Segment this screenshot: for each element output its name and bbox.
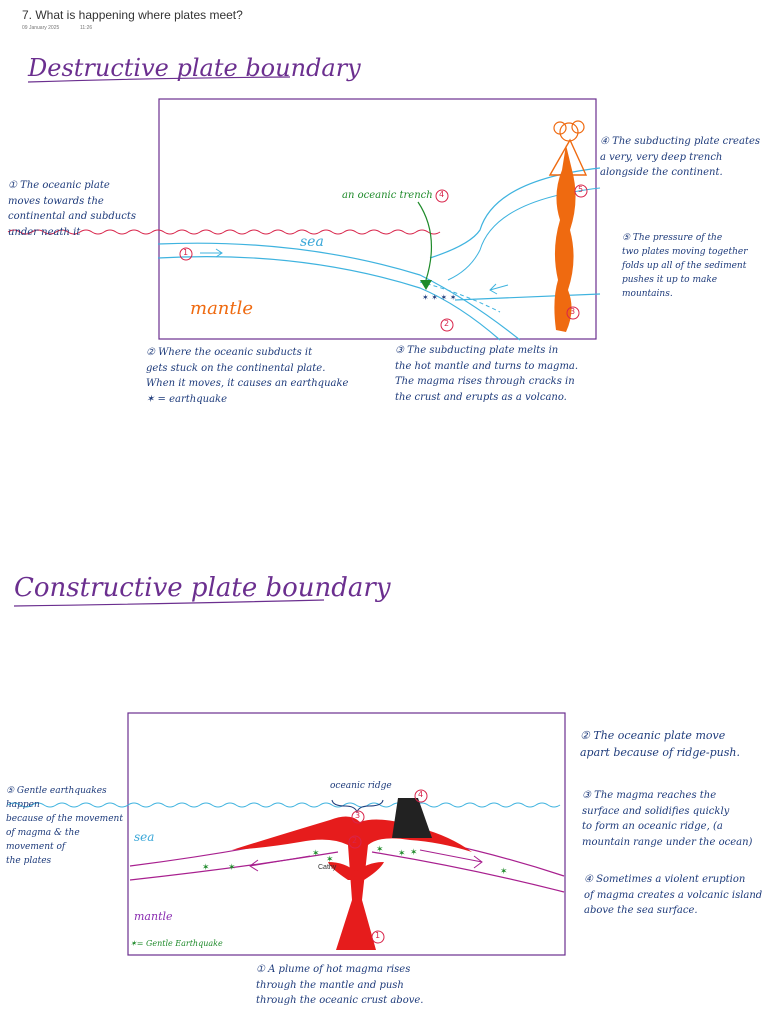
constructive-marker-1: 1 (375, 931, 380, 940)
earthquake-key: ✶= Gentle Earthquake (130, 938, 223, 950)
svg-text:✶: ✶ (500, 867, 508, 877)
svg-text:✶ ✶ ✶ ✶: ✶ ✶ ✶ ✶ (422, 293, 456, 302)
svg-text:✶: ✶ (376, 845, 384, 855)
destructive-marker-4: 4 (439, 190, 444, 199)
svg-text:✶: ✶ (228, 863, 236, 873)
constructive-mantle-label: mantle (134, 908, 173, 925)
destructive-marker-5: 5 (578, 185, 583, 194)
ridge-label: oceanic ridge (330, 780, 392, 794)
constructive-marker-2: 2 (352, 836, 357, 845)
destructive-sea-label: sea (300, 232, 324, 254)
constructive-heading: Constructive plate boundary (14, 568, 391, 608)
destructive-marker-3: 3 (570, 307, 575, 316)
constructive-marker-3: 3 (355, 811, 360, 820)
destructive-mantle-label: mantle (190, 295, 253, 323)
svg-text:✶: ✶ (312, 849, 320, 859)
svg-text:✶: ✶ (398, 849, 406, 859)
svg-text:✶: ✶ (202, 863, 210, 873)
destructive-marker-1: 1 (183, 248, 188, 257)
author-label: Cathy (318, 864, 336, 871)
constructive-sea-label: sea (134, 828, 154, 847)
svg-text:✶: ✶ (410, 848, 418, 858)
constructive-marker-4: 4 (418, 790, 423, 799)
trench-label: an oceanic trench (342, 188, 433, 204)
destructive-marker-2: 2 (444, 319, 449, 328)
